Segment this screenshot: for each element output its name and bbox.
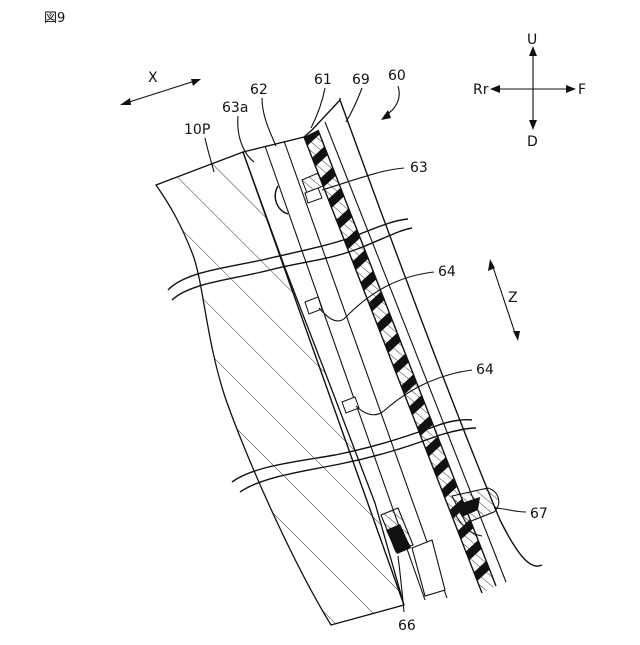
x-axis-arrow: [120, 79, 201, 105]
assembly-60-arrowhead: [381, 110, 391, 120]
leader-67: [494, 508, 526, 512]
strip-top-cap: [243, 100, 340, 152]
label-66: 66: [398, 618, 416, 634]
label-x-axis: X: [148, 70, 158, 86]
label-67: 67: [530, 506, 548, 522]
label-64-lower: 64: [476, 362, 494, 378]
leader-62: [262, 98, 276, 146]
label-front: F: [578, 82, 586, 98]
direction-compass: [490, 46, 576, 130]
leader-69: [346, 88, 362, 122]
label-10p: 10P: [184, 122, 210, 138]
recess-63a: [275, 186, 288, 214]
leader-61: [311, 88, 325, 128]
label-64-upper: 64: [438, 264, 456, 280]
label-61: 61: [314, 72, 332, 88]
figure-label: 図9: [44, 11, 65, 26]
assembly-60-pointer: [384, 86, 399, 116]
label-up: U: [527, 32, 537, 48]
retainer-64-lower: [342, 397, 359, 413]
label-62: 62: [250, 82, 268, 98]
panel-10p-body: [156, 152, 404, 625]
label-63a: 63a: [222, 100, 248, 116]
label-69: 69: [352, 72, 370, 88]
clip-63: [302, 173, 323, 203]
label-63: 63: [410, 160, 428, 176]
label-rear: Rr: [473, 82, 489, 98]
label-60: 60: [388, 68, 406, 84]
label-down: D: [527, 134, 538, 150]
label-z-axis: Z: [508, 290, 518, 306]
